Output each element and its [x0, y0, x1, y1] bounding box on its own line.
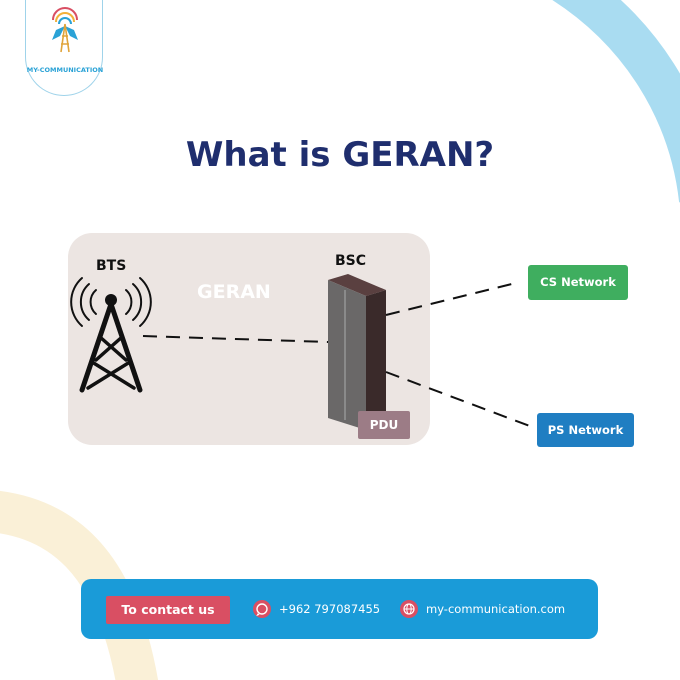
website-link[interactable]: my-communication.com [426, 602, 566, 616]
link-bsc-cs [385, 281, 521, 316]
top-right-arc [552, 0, 680, 203]
logo-text: MY-COMMUNICATION [26, 66, 104, 74]
bts-label: BTS [96, 258, 127, 274]
server-rack-icon [328, 274, 386, 430]
radio-tower-icon [70, 277, 152, 393]
link-bsc-ps [385, 371, 536, 429]
logo-mark-icon [52, 7, 78, 53]
geran-label: GERAN [197, 281, 271, 303]
page-title: What is GERAN? [185, 135, 495, 175]
bottom-left-arc [0, 490, 158, 680]
bsc-label: BSC [335, 253, 367, 269]
whatsapp-icon [253, 600, 271, 618]
logo: MY-COMMUNICATION [25, 0, 103, 96]
contact-button[interactable]: To contact us [106, 596, 230, 624]
phone-number[interactable]: +962 797087455 [279, 602, 381, 616]
cs-network-box: CS Network [528, 265, 628, 300]
pdu-label: PDU [358, 411, 410, 439]
link-bts-bsc [142, 335, 329, 343]
globe-icon [400, 600, 418, 618]
ps-network-box: PS Network [537, 413, 634, 447]
